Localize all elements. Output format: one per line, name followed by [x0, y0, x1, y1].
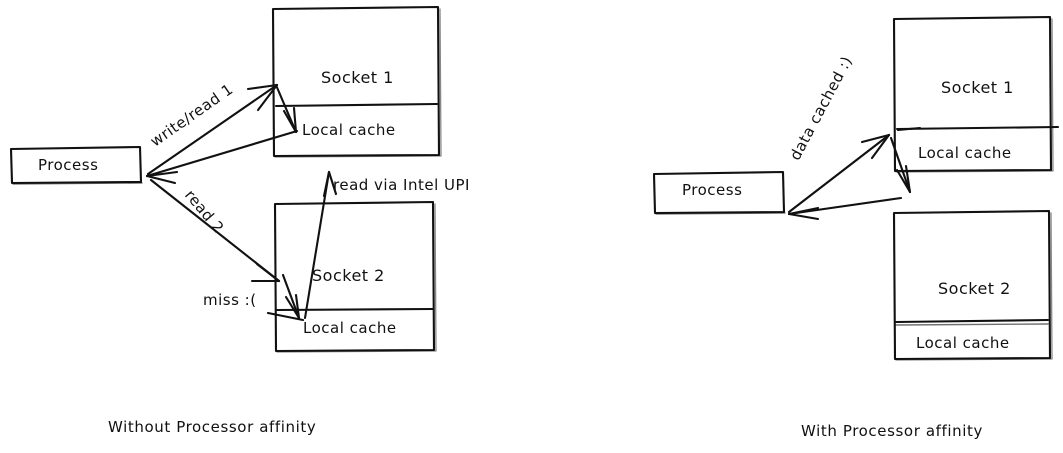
right-socket2-box-outline	[892, 209, 1053, 361]
left-socket1-cache-label: Local cache	[302, 121, 396, 139]
left-edge-label-miss: miss :(	[203, 291, 257, 309]
left-socket2-label: Socket 2	[312, 266, 385, 285]
left-diagram-caption: Without Processor affinity	[108, 418, 317, 436]
right-socket1-label: Socket 1	[941, 78, 1014, 97]
right-process-box-outline	[652, 170, 786, 215]
right-socket1-inner-arrow	[889, 126, 922, 194]
right-socket1-box-outline	[892, 15, 1060, 173]
left-socket1-inner-arrow	[274, 83, 298, 134]
right-socket2-label: Socket 2	[938, 279, 1011, 298]
left-process-label: Process	[38, 156, 99, 174]
right-edge-socket1-return	[787, 196, 903, 221]
left-socket2-cache-label: Local cache	[303, 319, 397, 337]
left-socket2-miss-arrow	[266, 273, 305, 322]
left-edge-write-read-1	[146, 83, 279, 176]
right-edge-data-cached	[787, 133, 891, 214]
left-edge-label-read-via-intel-upi: read via Intel UPI	[333, 176, 470, 194]
left-process-box-outline	[9, 145, 143, 185]
right-process-label: Process	[682, 181, 743, 199]
left-edge-read-2	[149, 178, 281, 283]
left-edge-upi	[303, 170, 338, 320]
right-socket2-cache-label: Local cache	[916, 334, 1010, 352]
left-socket1-box-outline	[271, 5, 442, 158]
right-diagram-caption: With Processor affinity	[801, 422, 983, 440]
right-socket1-cache-label: Local cache	[918, 144, 1012, 162]
left-socket1-label: Socket 1	[321, 68, 394, 87]
left-socket2-box-outline	[273, 200, 437, 353]
left-edge-socket1-return	[145, 129, 299, 185]
